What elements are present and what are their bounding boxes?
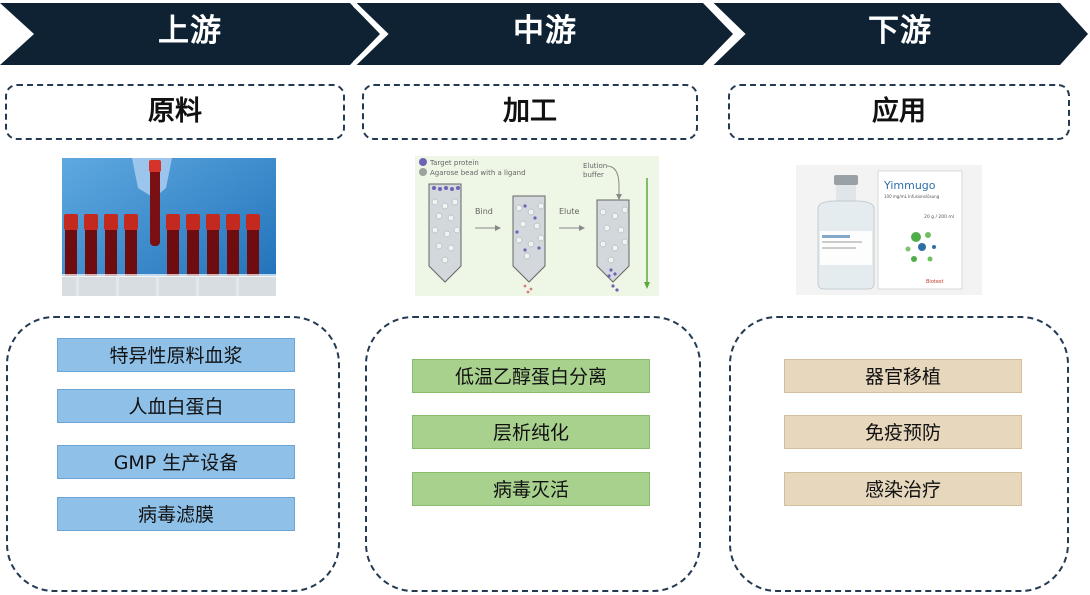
downstream-panel [729,316,1069,592]
upstream-label: 上游 [158,13,222,49]
small-text: 100 mg/mL Infusionslösung [884,194,940,199]
midstream-item-chromatography: 层析纯化 [412,415,650,449]
upstream-item-plasma: 特异性原料血浆 [57,338,295,372]
column-1 [428,183,462,283]
legend-bead-text: Agarose bead with a ligand [430,169,526,177]
upstream-item-albumin: 人血白蛋白 [57,389,295,423]
midstream-panel [365,316,701,592]
upstream-panel [6,316,340,592]
target-protein-icon [419,158,427,166]
column-3 [596,199,630,292]
midstream-chevron [353,3,733,65]
raw-material-heading: 原料 [5,84,345,140]
upstream-item-gmp: GMP 生产设备 [57,445,295,479]
upstream-item-filter: 病毒滤膜 [57,497,295,531]
midstream-item-ethanol: 低温乙醇蛋白分离 [412,359,650,393]
upstream-chevron [0,3,380,65]
volume-text: 20 g / 200 ml [924,214,954,220]
elution-text-2: buffer [583,171,604,179]
downstream-item-transplant: 器官移植 [784,359,1022,393]
downstream-chevron [710,3,1088,65]
column-2 [512,195,546,294]
processing-heading: 加工 [362,84,698,140]
maker-text: Biotest [926,279,944,285]
midstream-label: 中游 [513,13,577,49]
elute-text: Elute [559,207,579,216]
downstream-label: 下游 [868,13,932,49]
agarose-bead-icon [419,168,427,176]
downstream-item-treatment: 感染治疗 [784,472,1022,506]
chromatography-diagram: Target protein Agarose bead with a ligan… [415,156,659,296]
application-heading: 应用 [728,84,1070,140]
brand-text: Yimmugo [883,179,936,192]
elution-text-1: Elution [583,162,607,170]
blood-tubes-photo [62,158,276,296]
downstream-item-prevention: 免疫预防 [784,415,1022,449]
legend-target-text: Target protein [429,159,479,167]
bind-text: Bind [475,207,493,216]
midstream-item-inactivation: 病毒灭活 [412,472,650,506]
product-photo: Yimmugo 100 mg/mL Infusionslösung 20 g /… [796,165,982,295]
